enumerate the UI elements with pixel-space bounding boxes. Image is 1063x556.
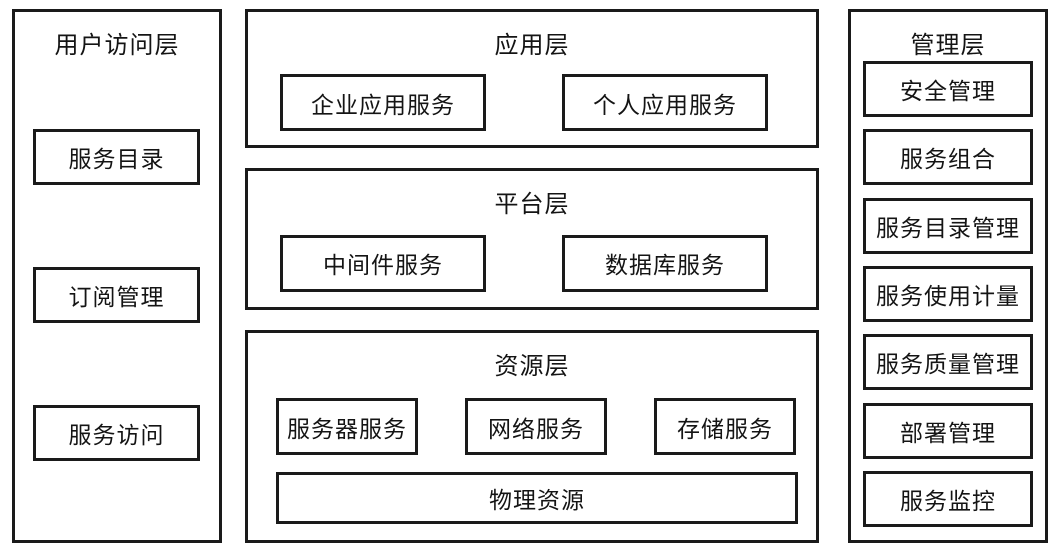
node-service-catalog-management: 服务目录管理 — [863, 197, 1033, 254]
node-service-access: 服务访问 — [33, 405, 200, 461]
management-layer-title: 管理层 — [910, 33, 986, 59]
node-security-management: 安全管理 — [863, 61, 1033, 117]
node-service-catalog: 服务目录 — [33, 129, 200, 185]
application-layer-title: 应用层 — [494, 33, 570, 59]
platform-layer-row: 中间件服务 数据库服务 — [248, 219, 816, 307]
node-middleware-service: 中间件服务 — [280, 234, 486, 292]
application-layer-row: 企业应用服务 个人应用服务 — [248, 60, 816, 145]
platform-layer-panel: 平台层 中间件服务 数据库服务 — [245, 168, 819, 310]
node-network-service: 网络服务 — [465, 398, 607, 455]
node-enterprise-application-service: 企业应用服务 — [280, 74, 486, 131]
node-storage-service: 存储服务 — [654, 398, 796, 455]
resource-layer-panel: 资源层 服务器服务 网络服务 存储服务 物理资源 — [245, 330, 819, 543]
application-layer-panel: 应用层 企业应用服务 个人应用服务 — [245, 9, 819, 148]
node-service-usage-metering: 服务使用计量 — [863, 265, 1033, 322]
resource-layer-row: 服务器服务 网络服务 存储服务 — [248, 381, 816, 472]
node-service-monitoring: 服务监控 — [863, 470, 1033, 527]
node-personal-application-service: 个人应用服务 — [562, 74, 768, 131]
management-layer-stack: 安全管理 服务组合 服务目录管理 服务使用计量 服务质量管理 部署管理 服务监控 — [863, 61, 1033, 527]
node-service-quality-management: 服务质量管理 — [863, 334, 1033, 391]
node-database-service: 数据库服务 — [562, 234, 768, 292]
user-access-layer-title: 用户访问层 — [54, 33, 180, 59]
node-service-composition: 服务组合 — [863, 129, 1033, 186]
node-deployment-management: 部署管理 — [863, 402, 1033, 459]
user-access-layer-panel: 用户访问层 服务目录 订阅管理 服务访问 — [12, 9, 222, 543]
node-subscription-management: 订阅管理 — [33, 267, 200, 323]
management-layer-panel: 管理层 安全管理 服务组合 服务目录管理 服务使用计量 服务质量管理 部署管理 … — [848, 9, 1048, 543]
node-physical-resources: 物理资源 — [276, 472, 798, 524]
node-server-service: 服务器服务 — [276, 398, 418, 455]
platform-layer-title: 平台层 — [494, 192, 570, 218]
resource-layer-title: 资源层 — [494, 354, 570, 380]
